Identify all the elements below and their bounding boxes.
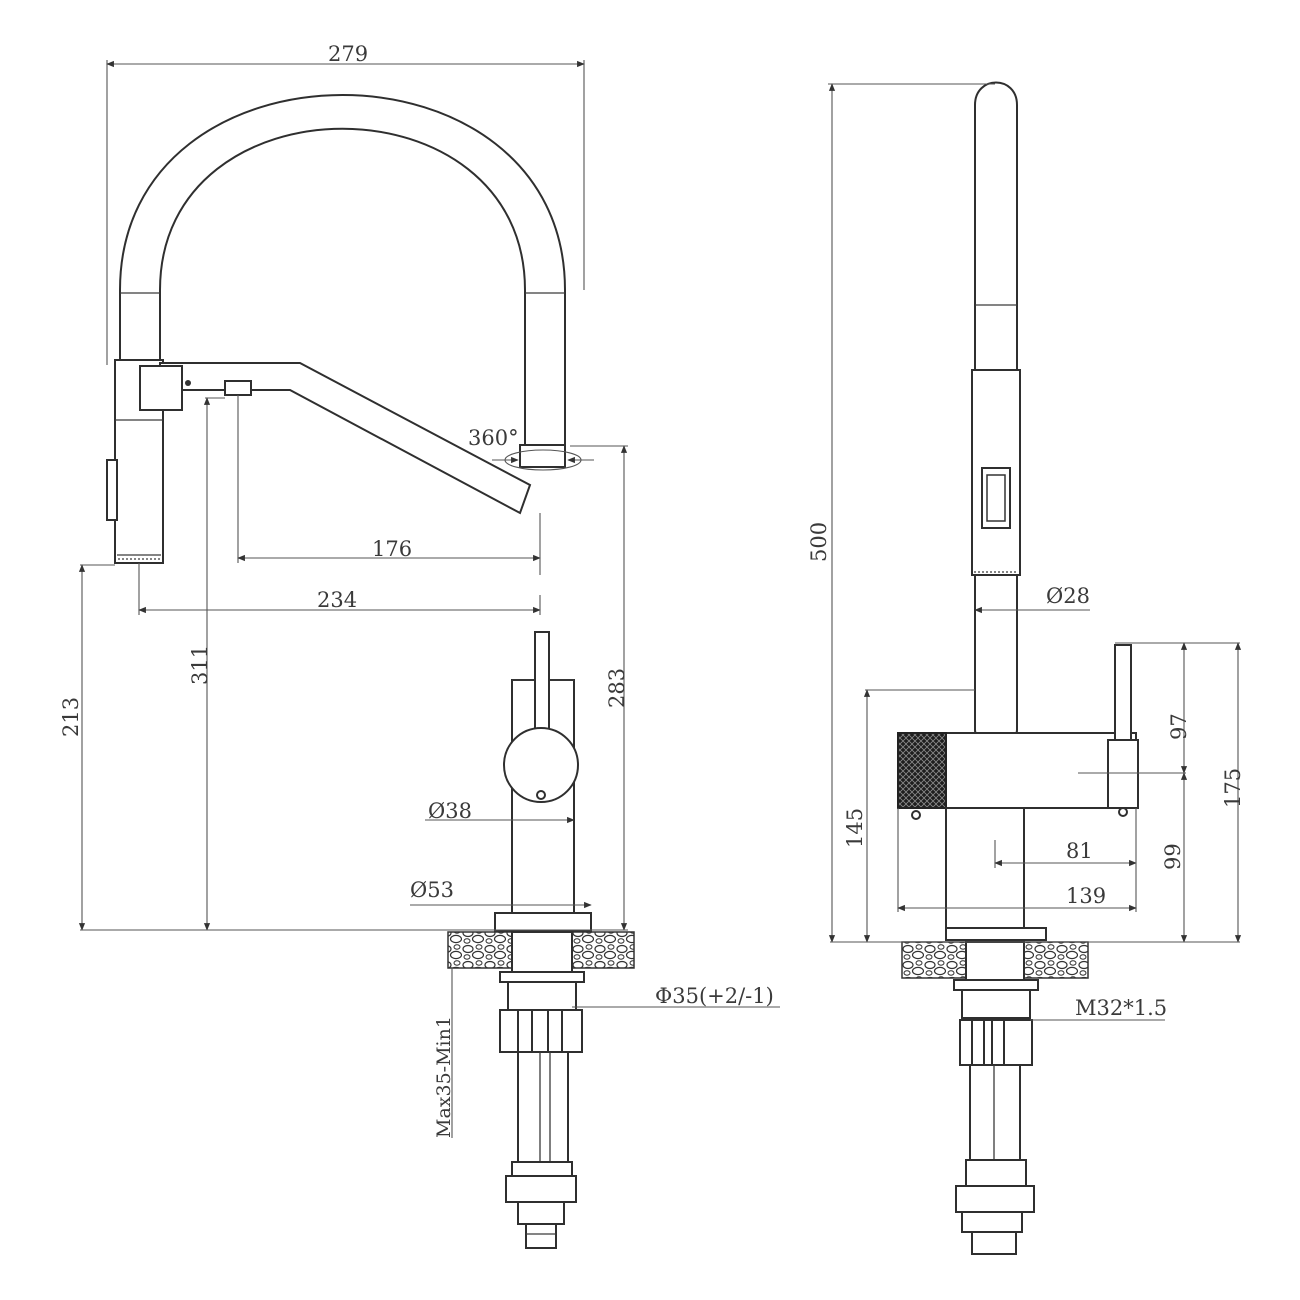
dim-height-outlet: 311 (188, 645, 212, 685)
handle-lever (534, 631, 550, 733)
dim-thread: M32*1.5 (1075, 996, 1167, 1020)
countertop-right (571, 931, 635, 969)
dim-height-spray: 213 (59, 697, 83, 737)
dim-depth-b: 139 (1066, 884, 1106, 908)
front-view: 500 Ø28 97 175 145 99 81 139 M32* (807, 81, 1245, 1255)
rotation-label: 360° (468, 426, 519, 450)
dim-dia-hole: Φ35(+2/-1) (655, 984, 774, 1008)
side-view: 360° 279 17 (59, 42, 780, 1249)
dim-handle-height-a: 97 (1167, 713, 1191, 740)
handle-knob (503, 727, 579, 803)
dim-total-height: 500 (807, 522, 831, 562)
front-countertop-left (901, 941, 967, 979)
spout-outer-arc (119, 94, 566, 446)
dim-reach-spout: 176 (372, 537, 412, 561)
front-handle-lever (1114, 644, 1132, 741)
dim-dia-hose: Ø28 (1046, 584, 1090, 608)
dim-dia-body: Ø38 (428, 799, 472, 823)
dim-counter-thickness: Max35-Min1 (433, 1016, 455, 1138)
front-column (945, 807, 1025, 929)
dim-width-top: 279 (328, 42, 368, 66)
mount-nut (499, 1009, 583, 1053)
dim-depth-a: 81 (1066, 839, 1093, 863)
swivel-collar (519, 444, 566, 468)
countertop-left (447, 931, 513, 969)
front-spray-button (981, 467, 1011, 529)
base-ring (494, 912, 592, 932)
front-countertop-right (1023, 941, 1089, 979)
front-lower-tube (974, 574, 1018, 745)
rotation-indicator (492, 449, 594, 471)
spout-inner-arc (159, 127, 526, 446)
hose-nut (505, 1175, 577, 1203)
dim-height-body: 283 (605, 668, 629, 708)
front-spout-tube (974, 81, 1018, 371)
dim-reach-handle: 234 (317, 588, 357, 612)
dim-body-height: 145 (843, 808, 867, 848)
front-hose-nut (955, 1185, 1035, 1213)
holder-arm (139, 362, 532, 515)
front-knurled-knob (897, 732, 947, 809)
dim-handle-height-b: 175 (1221, 768, 1245, 808)
dim-lever-height: 99 (1161, 843, 1185, 870)
dim-dia-base: Ø53 (410, 878, 454, 902)
supply-hoses (517, 1051, 569, 1163)
